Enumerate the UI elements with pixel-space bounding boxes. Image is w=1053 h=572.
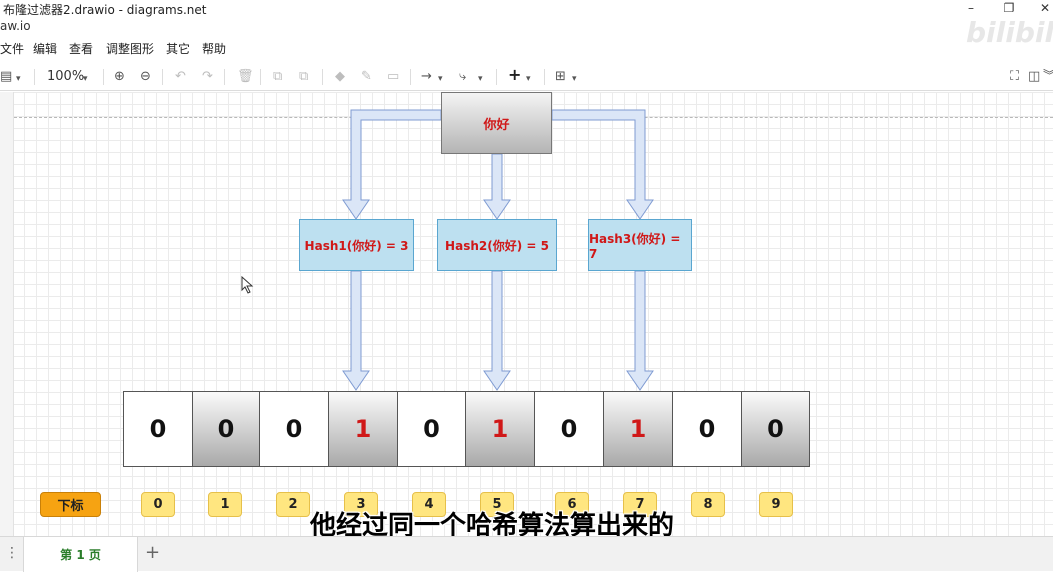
zoom-out-icon[interactable]: ⊖ [140, 69, 151, 84]
chevron-down-icon[interactable]: ▾ [478, 74, 483, 84]
fullscreen-icon[interactable]: ⛶ [1010, 69, 1020, 84]
bit-cell[interactable]: 0 [741, 391, 810, 467]
url-bar: aw.io [0, 18, 1053, 36]
menu-extras[interactable]: 其它 [166, 42, 191, 56]
menu-edit[interactable]: 编辑 [33, 42, 58, 56]
hash1-node[interactable]: Hash1(你好) = 3 [299, 219, 414, 271]
fill-color-icon[interactable]: ◆ [335, 69, 345, 84]
diagram-canvas[interactable]: 你好 Hash1(你好) = 3 Hash2(你好) = 5 Hash3(你好)… [0, 92, 1053, 536]
bit-cell[interactable]: 1 [465, 391, 535, 467]
add-page-icon[interactable]: + [145, 542, 161, 563]
chevron-down-icon[interactable]: ▾ [16, 74, 21, 84]
insert-icon[interactable]: + [508, 65, 522, 84]
bit-cell[interactable]: 0 [672, 391, 742, 467]
restore-button[interactable]: ❐ [1003, 1, 1015, 15]
chevron-down-icon[interactable]: ▾ [438, 74, 443, 84]
collapse-icon[interactable]: ︾ [1043, 69, 1053, 85]
undo-icon[interactable]: ↶ [175, 69, 186, 84]
delete-icon[interactable]: 🗑 [237, 69, 254, 84]
bilibili-watermark: bilibili [966, 16, 1053, 49]
bit-cell[interactable]: 0 [259, 391, 329, 467]
index-badge[interactable]: 5 [480, 492, 514, 517]
index-badge[interactable]: 7 [623, 492, 657, 517]
pages-menu-icon[interactable]: ⋮ [5, 545, 19, 561]
arrow-to-bit3 [342, 270, 370, 391]
sidebar-collapsed[interactable] [0, 92, 14, 536]
to-front-icon[interactable]: ⧉ [273, 69, 283, 84]
page-view-icon[interactable]: ▤ [0, 69, 13, 84]
mouse-cursor-icon [241, 276, 254, 294]
url-text: aw.io [0, 19, 31, 33]
bit-cell[interactable]: 0 [192, 391, 260, 467]
index-badge[interactable]: 4 [412, 492, 446, 517]
table-icon[interactable]: ⊞ [555, 69, 566, 84]
shadow-icon[interactable]: ▭ [387, 69, 400, 84]
bit-cell[interactable]: 1 [328, 391, 398, 467]
menu-bar: 文件 编辑 查看 调整图形 其它 帮助 [0, 37, 1053, 59]
index-badge[interactable]: 1 [208, 492, 242, 517]
arrow-to-bit5 [483, 270, 511, 391]
bit-cell[interactable]: 0 [534, 391, 604, 467]
index-badge[interactable]: 6 [555, 492, 589, 517]
title-bar: 布隆过滤器2.drawio - diagrams.net – ❐ ✕ [0, 0, 1053, 18]
index-badge[interactable]: 2 [276, 492, 310, 517]
hash3-node[interactable]: Hash3(你好) = 7 [588, 219, 692, 271]
window-title: 布隆过滤器2.drawio - diagrams.net [3, 3, 207, 17]
arrows-layer [342, 109, 654, 391]
toolbar: ▤ ▾ 100% ▾ ⊕ ⊖ ↶ ↷ 🗑 ⧉ ⧉ ◆ ✎ ▭ → ▾ ⤷ ▾ +… [0, 63, 1053, 91]
line-color-icon[interactable]: ✎ [361, 69, 372, 84]
index-badge[interactable]: 0 [141, 492, 175, 517]
arrow-to-hash2 [483, 153, 511, 220]
bit-cell[interactable]: 0 [123, 391, 193, 467]
index-badge[interactable]: 3 [344, 492, 378, 517]
zoom-select[interactable]: 100% [47, 69, 85, 84]
redo-icon[interactable]: ↷ [202, 69, 213, 84]
bit-cell[interactable]: 0 [397, 391, 466, 467]
page-tabs-bar: ⋮ 第 1 页 + [0, 536, 1053, 572]
arrow-to-hash3 [551, 109, 654, 220]
hash2-node[interactable]: Hash2(你好) = 5 [437, 219, 557, 271]
minimize-button[interactable]: – [968, 1, 974, 15]
close-button[interactable]: ✕ [1039, 1, 1051, 15]
menu-file[interactable]: 文件 [0, 42, 25, 56]
waypoints-icon[interactable]: ⤷ [459, 69, 467, 84]
chevron-down-icon[interactable]: ▾ [83, 74, 88, 84]
tab-page-1[interactable]: 第 1 页 [23, 537, 138, 572]
chevron-down-icon[interactable]: ▾ [572, 74, 577, 84]
index-badge[interactable]: 9 [759, 492, 793, 517]
connection-icon[interactable]: → [421, 69, 432, 84]
chevron-down-icon[interactable]: ▾ [526, 74, 531, 84]
menu-view[interactable]: 查看 [69, 42, 94, 56]
index-label[interactable]: 下标 [40, 492, 101, 517]
menu-arrange[interactable]: 调整图形 [106, 42, 155, 56]
arrow-to-hash1 [342, 109, 442, 220]
source-node[interactable]: 你好 [441, 92, 552, 154]
video-subtitle: 他经过同一个哈希算法算出来的 [310, 511, 675, 536]
menu-help[interactable]: 帮助 [202, 42, 227, 56]
index-badge[interactable]: 8 [691, 492, 725, 517]
format-panel-icon[interactable]: ◫ [1028, 69, 1041, 84]
to-back-icon[interactable]: ⧉ [299, 69, 309, 84]
zoom-in-icon[interactable]: ⊕ [114, 69, 125, 84]
bit-cell[interactable]: 1 [603, 391, 673, 467]
arrow-to-bit7 [626, 270, 654, 391]
